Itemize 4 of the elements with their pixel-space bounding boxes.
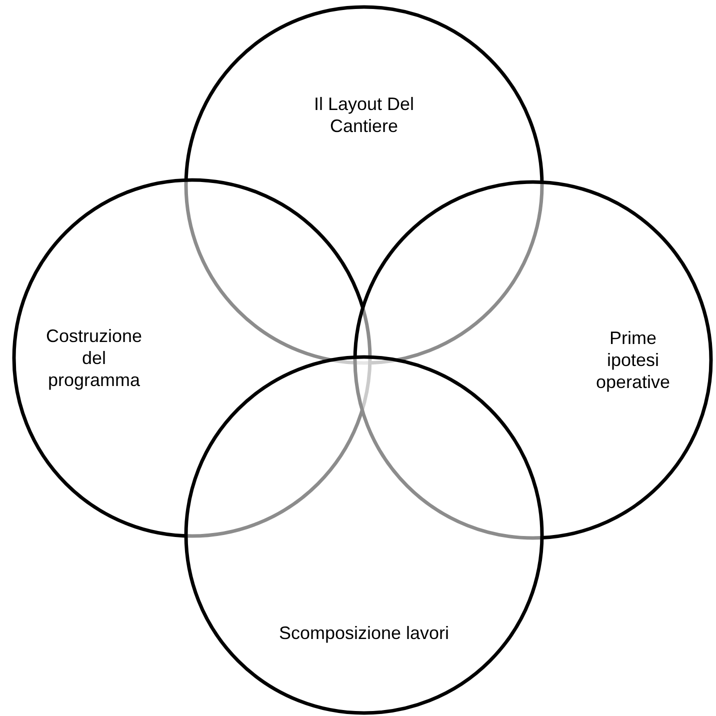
circle-label: Prime ipotesi operative [594, 327, 672, 393]
circle-label: Scomposizione lavori [278, 622, 450, 644]
circle-label: Costruzione del programma [44, 325, 144, 391]
circle-label: Il Layout Del Cantiere [312, 93, 416, 137]
